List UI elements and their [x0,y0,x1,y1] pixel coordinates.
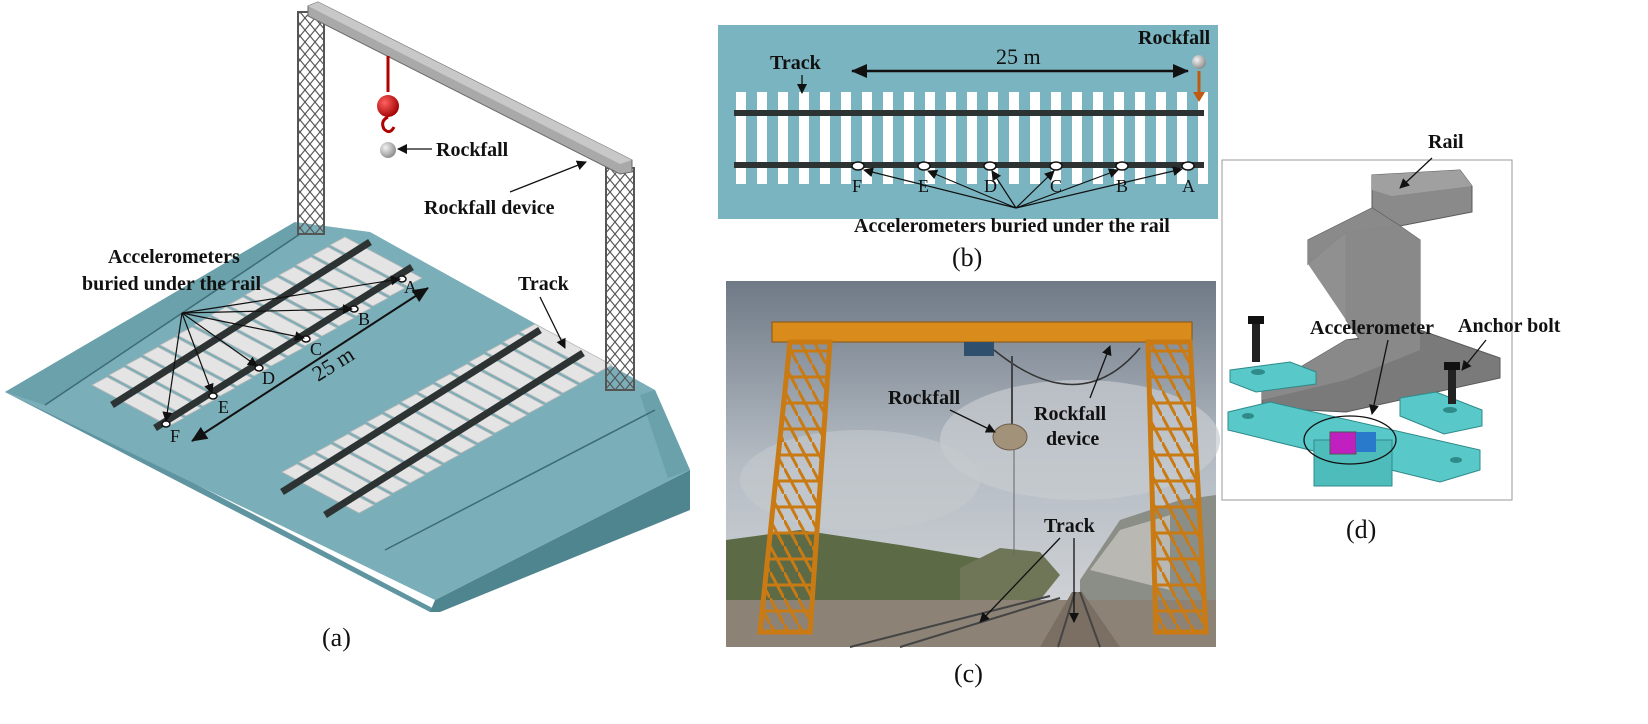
photo-track-arrow-1 [979,537,1061,623]
photo-rock [992,423,1028,451]
photo-gantry-leg-left [757,339,833,635]
plan-accel-d [983,161,997,171]
detail-anchor-arrow [1461,339,1487,371]
anchor-bolt-left-icon [1248,316,1264,362]
photo-quarry-right [1090,515,1170,590]
detail-rail-label: Rail [1428,131,1464,153]
caption-c: (c) [954,659,983,688]
point-d-a: D [262,368,275,388]
photo-rockfall-label: Rockfall [888,387,961,409]
plan-track-label: Track [770,52,822,74]
plan-rockfall-ball [1192,55,1206,69]
point-a-a: A [404,277,417,297]
accel-a-label-line2: buried under the rail [82,273,262,295]
track-a-arrow [539,296,566,349]
photo-rail-1 [1057,591,1076,648]
plan-accelerometers [851,161,1195,171]
photo-device-label-1: Rockfall [1034,403,1107,425]
detail-accel-label: Accelerometer [1310,317,1434,339]
photo-rail-2 [1079,591,1101,648]
plan-accel-a [1181,161,1195,171]
plan-accel-c [1049,161,1063,171]
plan-accel-label: Accelerometers buried under the rail [854,215,1170,237]
plan-point-d: D [984,176,997,196]
accelerometer-side [1356,432,1376,452]
embankment-edge-front [384,409,656,551]
accelerometer-highlight [1303,415,1397,465]
photo-cable-loop [993,347,1141,386]
rockfall-ball-a [380,142,396,158]
anchor-bolt-right-icon [1444,362,1460,404]
embankment-slope-left [5,222,300,405]
track-2-rail-right [323,350,585,518]
panel-c-photo: Rockfall Rockfall device Track (c) [726,281,1220,688]
panel-a-3d-model: Rockfall Rockfall device Accelerometers … [5,1,690,652]
hoist-hook-icon [377,95,399,117]
accelerometer-box [1329,431,1357,455]
plan-fan-lines [863,166,1183,209]
gantry-beam-top [308,2,632,164]
plan-rail-top [734,110,1204,116]
gantry-tower-left [297,11,325,235]
photo-hoist [964,342,994,356]
plan-rockfall-label: Rockfall [1138,27,1211,49]
plan-point-e: E [918,176,929,196]
accel-marker-e [208,392,218,400]
plan-sleepers [736,92,1208,184]
plan-accel-e [917,161,931,171]
panel-b-plan-view: F E D C B A Track 25 m Rockfall Accelero… [718,25,1218,272]
caption-a: (a) [322,623,351,652]
accel-marker-c [301,335,311,343]
rockfall-a-label: Rockfall [436,139,509,161]
photo-device-label-2: device [1046,428,1099,450]
photo-track-bed [1040,592,1120,647]
base-hole-left [1242,413,1254,419]
distance-a-arrow [191,287,429,442]
panel-d-rail-detail: Rail Accelerometer Anchor bolt (d) [1221,131,1561,544]
embankment-edge [44,233,301,406]
base-hole-right [1450,457,1462,463]
accel-marker-f [161,420,171,428]
plan-accel-b [1115,161,1129,171]
rail-head-top [1372,170,1472,196]
plan-point-f: F [852,176,862,196]
point-e-a: E [218,397,229,417]
plan-point-c: C [1050,176,1062,196]
detail-rail-arrow [1399,157,1433,189]
clamp-plate-left [1229,361,1317,393]
track-a-label: Track [518,273,570,295]
photo-rail-3 [849,595,1051,648]
gantry-tower-right [605,167,635,391]
photo-device-arrow [1089,345,1112,399]
embankment-side-front [430,470,690,612]
device-a-label: Rockfall device [424,197,555,219]
clamp-plate-right [1399,391,1483,435]
caption-b: (b) [952,243,982,272]
point-f-a: F [170,426,180,446]
photo-hill-middle [960,548,1060,600]
plan-point-b: B [1116,176,1128,196]
device-a-arrow [509,160,587,193]
embankment-side-left [5,392,440,612]
plan-distance-label: 25 m [996,44,1041,69]
detail-anchor-label: Anchor bolt [1458,315,1561,337]
hook-shape [381,115,396,134]
plan-drop-arrowhead [1193,92,1205,102]
caption-d: (d) [1346,515,1376,544]
detail-accel-arrow [1369,339,1389,415]
photo-gantry-beam [771,321,1193,343]
photo-track-label: Track [1044,515,1096,537]
photo-rockfall-arrow [949,409,996,433]
plan-rail-bottom [734,162,1204,168]
photo-gantry-leg-right [1145,339,1209,635]
plan-accel-f [851,161,865,171]
rail-body-main [1262,208,1420,400]
accel-a-label-line1: Accelerometers [108,246,240,268]
plan-point-a: A [1182,176,1195,196]
